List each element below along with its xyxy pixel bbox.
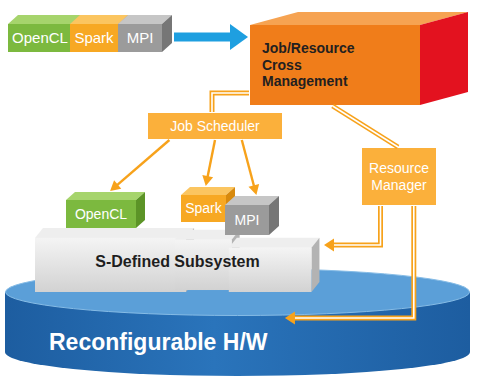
node-label: MPI: [235, 212, 260, 229]
arrow-head: [110, 180, 121, 191]
framework-box: MPI: [225, 205, 269, 235]
node-label: OpenCL: [75, 206, 127, 223]
node-label: S-Defined Subsystem: [95, 252, 259, 271]
connector: [110, 140, 169, 191]
subsystem-block: S-Defined Subsystem: [35, 226, 320, 292]
arrow-head: [249, 184, 260, 195]
framework-box: OpenCL: [8, 24, 72, 52]
node-label: Reconfigurable H/W: [49, 329, 268, 357]
connector-line: [207, 140, 215, 178]
arrow-head: [202, 175, 213, 186]
connector-gap: [293, 206, 414, 318]
framework-box: OpenCL: [66, 200, 136, 228]
connector-line: [212, 93, 249, 112]
connector: [202, 140, 215, 186]
connector-line: [116, 140, 169, 186]
connector: [242, 140, 259, 195]
node-label: Spark: [185, 200, 222, 217]
connector-line: [174, 33, 234, 42]
connector: [174, 24, 248, 50]
connector-line: [242, 140, 255, 187]
framework-box: Spark: [70, 24, 118, 52]
framework-box: Spark: [181, 195, 226, 222]
arrow-head: [324, 239, 334, 252]
connector-line: [333, 106, 398, 147]
node-label: MPI: [127, 29, 154, 47]
node-label: OpenCL: [12, 29, 68, 47]
hardware-cylinder: Reconfigurable H/W: [5, 268, 470, 376]
framework-box: MPI: [118, 24, 162, 52]
management-box: Job/Resource Cross Management: [250, 25, 420, 105]
connector-line: [332, 206, 381, 245]
connector: [212, 93, 249, 112]
arrow-head: [230, 24, 248, 50]
node-label: Spark: [74, 29, 113, 47]
connector-line: [293, 206, 414, 318]
arrow-head: [285, 312, 295, 325]
scheduler-box: Job Scheduler: [148, 113, 282, 139]
connector: [285, 206, 414, 325]
connector-gap: [333, 106, 398, 147]
connector-gap: [212, 93, 249, 112]
connector: [324, 206, 381, 252]
connector: [333, 106, 398, 147]
node-label: Job/Resource Cross Management: [262, 40, 374, 90]
node-label: Resource Manager: [366, 160, 432, 194]
resource-manager-box: Resource Manager: [362, 148, 436, 205]
node-label: Job Scheduler: [170, 118, 260, 135]
connector-gap: [332, 206, 381, 245]
cyl-shape: [5, 268, 470, 376]
